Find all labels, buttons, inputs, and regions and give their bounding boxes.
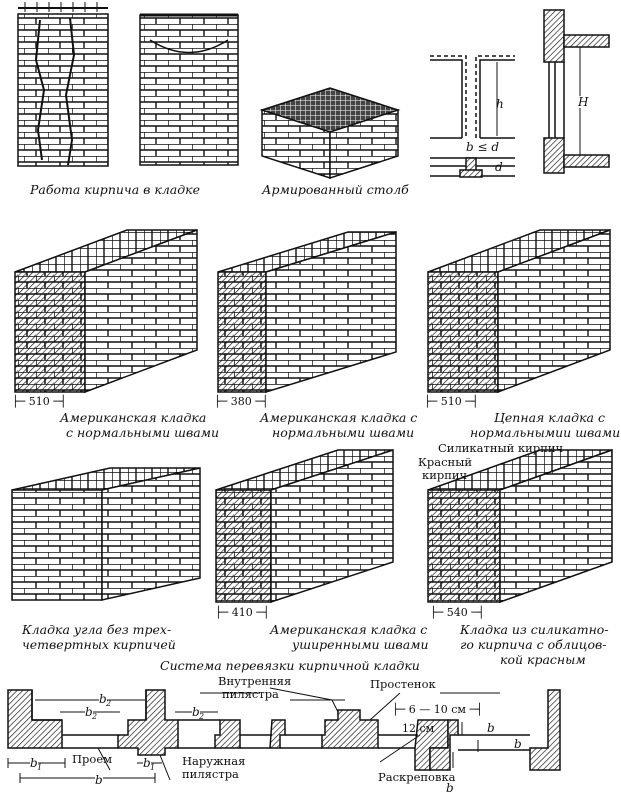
caption-silicate-facing-line2: го кирпича с облицов- xyxy=(460,637,607,652)
wall-end-face xyxy=(217,271,267,393)
caption-american-normal-2-line1: Американская кладка с xyxy=(260,410,418,425)
pilaster-plan-diagram xyxy=(7,689,561,771)
symbol-b-le-d: b ≤ d xyxy=(466,140,500,154)
symbol-b2-pier-sub: 2 xyxy=(199,712,205,721)
label-projection: Раскреповка xyxy=(378,770,456,784)
caption-chain-bond-line1: Цепная кладка с xyxy=(494,410,605,425)
wall-end-face xyxy=(11,489,103,601)
label-inner-pilaster-line1: Внутренняя xyxy=(218,674,292,688)
american-bond-wide-joints-wall xyxy=(215,448,394,604)
caption-american-wide-line1: Американская кладка с xyxy=(270,622,428,637)
dimension-wall2: 380 xyxy=(214,396,269,408)
wall-side-face xyxy=(101,467,201,601)
symbol-b1-opening: b xyxy=(30,756,38,770)
wall-side-face xyxy=(499,448,613,604)
caption-brick-work: Работа кирпича в кладке xyxy=(30,182,201,197)
caption-silicate-facing-line1: Кладка из силикатно- xyxy=(460,622,609,637)
label-silicate-brick: Силикатный кирпич xyxy=(438,441,564,455)
symbol-b2-pier: b xyxy=(192,705,200,719)
symbol-b2-outer: b xyxy=(99,692,107,706)
label-pier: Простенок xyxy=(370,677,436,691)
symbol-b-projection: b xyxy=(446,781,454,795)
caption-corner-bond-line1: Кладка угла без трех- xyxy=(22,622,172,637)
wall-height-diagram xyxy=(543,9,610,174)
wall-end-face xyxy=(215,489,272,603)
caption-american-normal-2-line2: нормальными швами xyxy=(272,425,415,440)
dimension-wall5: 410 xyxy=(215,607,270,619)
dimension-gap-range-value: 6 — 10 см xyxy=(408,703,466,716)
corner-bond-wall xyxy=(11,467,201,601)
silicate-brick-red-facing-wall xyxy=(427,448,613,604)
symbol-b-recess: b xyxy=(487,721,495,735)
caption-american-normal-1-line2: с нормальными швами xyxy=(66,425,220,440)
symbol-b-depth: b xyxy=(514,737,522,751)
label-inner-pilaster-line2: пилястра xyxy=(222,687,279,701)
wall-side-face xyxy=(84,228,198,394)
symbol-h: h xyxy=(496,97,504,111)
wall-side-face xyxy=(265,230,397,394)
label-opening: Проем xyxy=(72,752,113,766)
caption-american-normal-1-line1: Американская кладка xyxy=(60,410,207,425)
symbol-H: H xyxy=(578,95,589,109)
symbol-b2-inner: b xyxy=(85,705,93,719)
label-red-brick-line2: кирпич xyxy=(422,468,468,482)
symbol-b2-outer-sub: 2 xyxy=(106,699,112,708)
label-red-brick-line1: Красный xyxy=(418,455,473,469)
dimension-wall6: 540 xyxy=(430,607,485,619)
chain-bond-normal-joints-wall xyxy=(427,228,611,394)
dimension-gap-range: 6 — 10 см xyxy=(392,704,483,716)
caption-chain-bond-line2: нормальнымии швами xyxy=(470,425,621,440)
american-bond-normal-joints-380-wall xyxy=(217,230,397,394)
wall-side-face xyxy=(497,228,611,394)
cracked-wall-figure xyxy=(17,2,109,167)
arched-wall-figure xyxy=(139,13,239,166)
wall-end-face xyxy=(427,271,499,393)
reinforced-column-figure xyxy=(259,87,401,180)
symbol-d: d xyxy=(495,160,503,174)
caption-bonding-system: Система перевязки кирпичной кладки xyxy=(160,658,420,673)
symbol-b1-pilaster: b xyxy=(143,756,151,770)
caption-american-wide-line2: уширенными швами xyxy=(292,637,429,652)
label-outer-pilaster-line1: Наружная xyxy=(182,754,246,768)
symbol-b-total: b xyxy=(95,773,103,787)
american-bond-normal-joints-510-wall xyxy=(14,228,198,394)
wall-end-face xyxy=(14,271,86,393)
dimension-offset: 12 см xyxy=(402,722,435,735)
dimension-wall3: 510 xyxy=(424,396,479,408)
slenderness-diagram xyxy=(430,55,515,178)
wall-end-face xyxy=(427,489,501,603)
caption-corner-bond-line2: четвертных кирпичей xyxy=(22,637,176,652)
dimension-wall1: 510 xyxy=(12,396,67,408)
symbol-b1-pilaster-sub: 1 xyxy=(150,763,156,772)
wall-side-face xyxy=(270,448,394,604)
symbol-b2-inner-sub: 2 xyxy=(92,712,98,721)
symbol-b1-opening-sub: 1 xyxy=(37,763,43,772)
caption-silicate-facing-line3: кой красным xyxy=(500,652,586,667)
label-outer-pilaster-line2: пилястра xyxy=(182,767,239,781)
caption-reinforced-column: Армированный столб xyxy=(262,182,409,197)
